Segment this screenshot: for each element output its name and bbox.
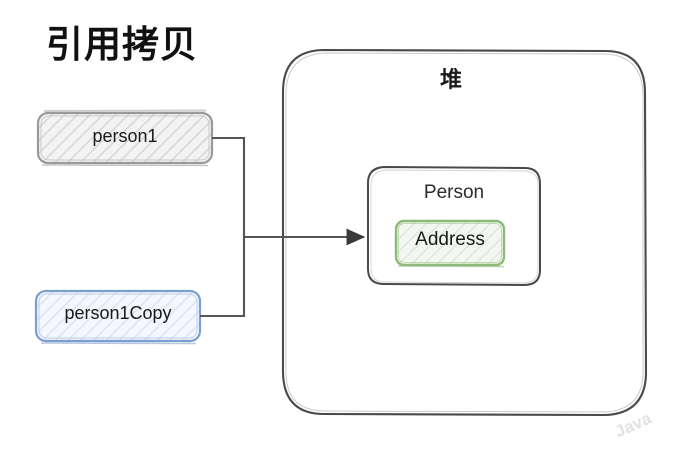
address-field-box <box>394 219 506 268</box>
variable-box-person1 <box>36 109 214 167</box>
page-title: 引用拷贝 <box>46 24 198 65</box>
variable-label-person1: person1 <box>92 126 158 146</box>
variable-label-person1copy: person1Copy <box>64 303 172 323</box>
address-field-label: Address <box>415 229 485 250</box>
heap-label: 堆 <box>439 67 462 92</box>
person-object-label: Person <box>423 182 485 203</box>
reference-connector <box>200 136 366 318</box>
heap-container <box>281 48 648 417</box>
